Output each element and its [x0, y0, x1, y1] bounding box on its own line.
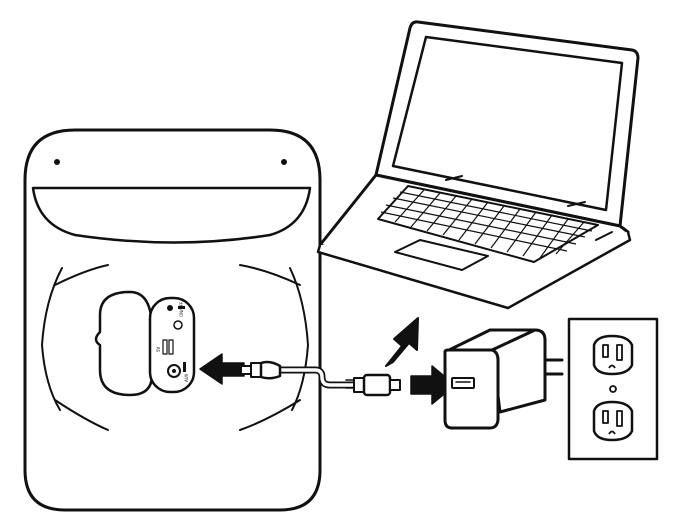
panel-label-on-off: ON/OFF [179, 301, 184, 317]
direction-arrow-icon [385, 317, 419, 367]
speaker-back-panel-icon [23, 128, 322, 512]
laptop-icon [316, 20, 640, 310]
panel-label-5v: 5V [156, 346, 161, 352]
laptop-keyboard-grid [377, 189, 593, 263]
wall-outlet-icon [567, 317, 659, 461]
panel-label-aux: AUX [184, 373, 189, 382]
usb-c-cable-icon [240, 360, 401, 397]
usb-wall-adapter-icon [443, 328, 564, 430]
